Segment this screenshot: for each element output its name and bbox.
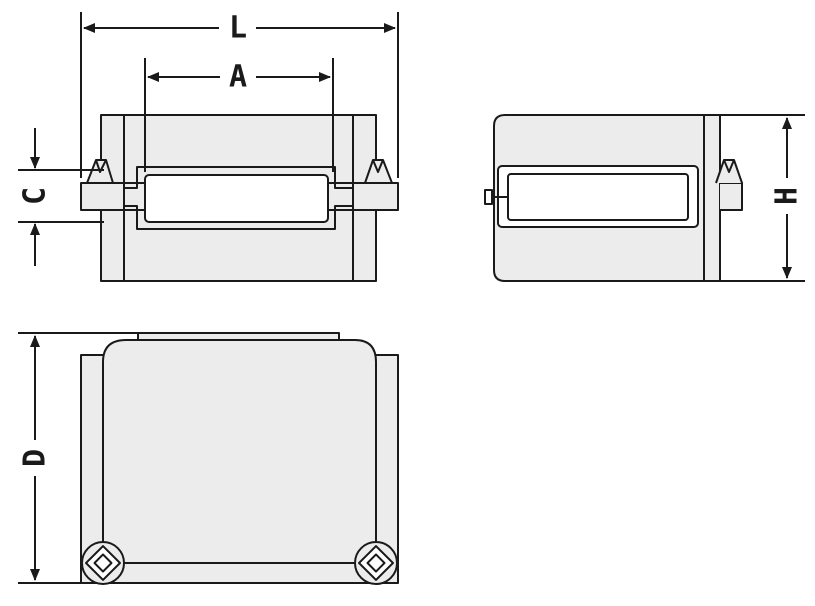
screw-right	[354, 541, 398, 585]
label-L: L	[229, 11, 247, 46]
side-end-plate	[703, 114, 721, 282]
top-cover	[102, 339, 377, 564]
front-cable-slot	[144, 174, 329, 223]
side-flange	[720, 182, 743, 211]
label-D: D	[18, 449, 53, 467]
front-view	[80, 114, 399, 282]
top-view	[80, 332, 399, 585]
dimension-lines	[18, 12, 805, 584]
side-latch	[484, 189, 493, 205]
label-H: H	[770, 187, 805, 205]
side-slot-inner	[507, 173, 689, 221]
label-C: C	[18, 187, 53, 205]
dimension-labels: L A C H D	[18, 11, 805, 468]
screw-left	[81, 541, 125, 585]
label-A: A	[229, 60, 247, 95]
side-view	[484, 114, 743, 282]
front-recess	[124, 166, 353, 189]
